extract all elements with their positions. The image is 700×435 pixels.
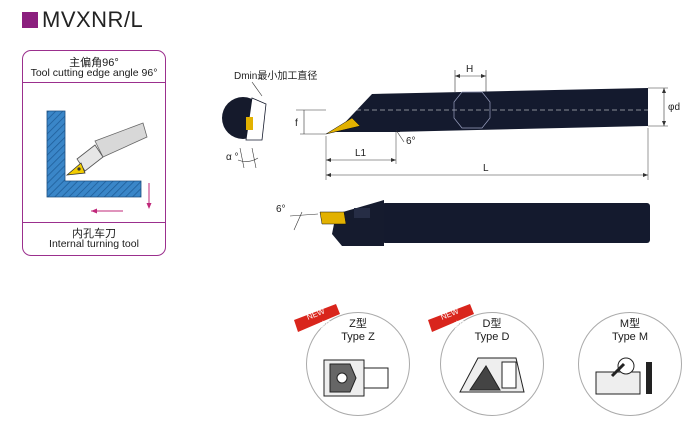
cutting-angle-card: 主偏角96° Tool cutting edge angle 96° 内孔车刀 …: [22, 50, 166, 256]
angle-label-en: Tool cutting edge angle 96°: [30, 67, 158, 79]
card-divider-bottom: [23, 222, 165, 223]
tool-dimension-drawing: Dmin最小加工直径 α ° H φd f 6°: [222, 64, 680, 246]
tool-label-en: Internal turning tool: [49, 238, 139, 250]
type-z-clamp-diagram: [323, 359, 389, 397]
angle-label-cn: 主偏角96°: [69, 57, 119, 69]
title-color-mark: [22, 12, 38, 28]
card-divider-top: [23, 82, 165, 83]
type-d-en: Type D: [474, 331, 510, 343]
angle-6-lower-label: 6°: [276, 204, 286, 215]
new-cn-text: 新: [454, 319, 465, 333]
type-m-clamp-diagram: [595, 357, 652, 395]
type-m-en: Type M: [611, 331, 649, 343]
alpha-angle-label: α °: [226, 152, 239, 163]
f-dimension-label: f: [295, 118, 298, 129]
angle-6-label: 6°: [406, 136, 416, 147]
page-title: MVXNR/L: [42, 7, 144, 32]
internal-turning-diagram: [46, 110, 152, 214]
type-d-cn: D型: [482, 318, 502, 330]
type-m-cn: M型: [619, 318, 641, 330]
l1-dimension-label: L1: [355, 148, 367, 159]
type-z-en: Type Z: [341, 331, 375, 343]
type-d-clamp-diagram: [459, 357, 525, 393]
type-z-new-badge: NEW 新: [294, 304, 340, 333]
dmin-label: Dmin最小加工直径: [234, 69, 317, 82]
type-z-cn: Z型: [349, 318, 367, 330]
end-view: [222, 97, 267, 169]
tool-bar-side-view: [300, 88, 662, 135]
type-d-new-badge: NEW 新: [428, 304, 474, 333]
h-dimension-label: H: [466, 64, 473, 75]
phi-d-label: φd: [668, 102, 680, 113]
new-cn-text: 新: [320, 319, 331, 333]
tool-label-cn: 内孔车刀: [72, 228, 116, 240]
tool-bar-top-view: [319, 200, 650, 246]
l-dimension-label: L: [483, 163, 489, 174]
